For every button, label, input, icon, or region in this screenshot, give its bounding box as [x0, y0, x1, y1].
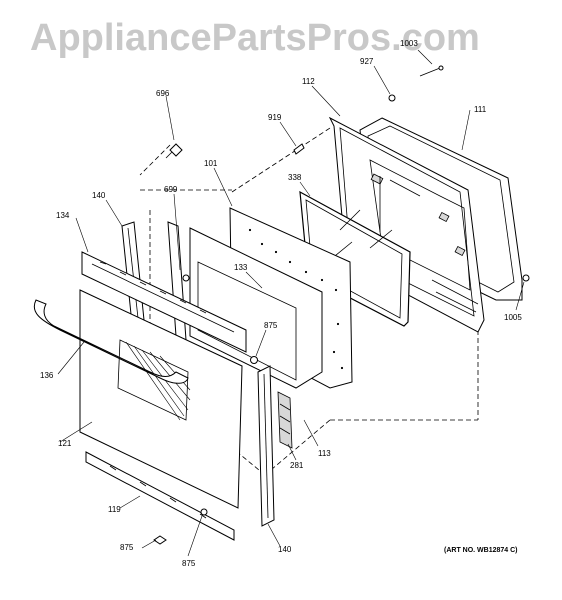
- callout-1005: 1005: [504, 313, 522, 322]
- callout-875-mid: 875: [264, 321, 278, 330]
- part-927-washer: [388, 94, 396, 102]
- part-875-screw-mid: [250, 356, 258, 364]
- part-140-side-channel-bottom: [257, 365, 275, 527]
- callout-927: 927: [360, 57, 374, 66]
- part-136-door-handle: [33, 299, 189, 384]
- callout-140-bottom: 140: [278, 545, 292, 554]
- part-696-screw: [165, 143, 183, 159]
- callout-134: 134: [56, 211, 70, 220]
- callout-112: 112: [302, 77, 315, 86]
- callout-281: 281: [290, 461, 304, 470]
- callout-919: 919: [268, 113, 282, 122]
- part-119-bottom-trim: [85, 451, 235, 541]
- part-1003-screw: [419, 65, 444, 77]
- callout-1003: 1003: [400, 39, 418, 48]
- callout-875-left: 875: [120, 543, 134, 552]
- callout-121: 121: [58, 439, 72, 448]
- callout-136: 136: [40, 371, 54, 380]
- part-875-screw-bottom: [200, 508, 208, 516]
- callout-leader-lines: [57, 49, 525, 557]
- watermark-text: AppliancePartsPros.com: [30, 17, 480, 59]
- part-281-hinge: [277, 391, 293, 449]
- part-919-pin: [293, 143, 305, 155]
- callout-111: 111: [474, 105, 487, 114]
- part-121-outer-door-panel: [79, 289, 243, 509]
- part-875-screw-left: [153, 535, 167, 545]
- part-1005-screw: [522, 274, 530, 282]
- callout-119: 119: [108, 505, 121, 514]
- callout-875-bottom: 875: [182, 559, 196, 568]
- callout-133: 133: [234, 263, 248, 272]
- callout-113: 113: [318, 449, 331, 458]
- part-134-vent-trim: [81, 251, 247, 353]
- callout-101: 101: [204, 159, 218, 168]
- callout-338: 338: [288, 173, 302, 182]
- art-number: (ART NO. WB12874 C): [444, 547, 518, 554]
- part-112-inner-door-liner: [328, 116, 485, 333]
- callout-696: 696: [156, 89, 170, 98]
- callout-140-top: 140: [92, 191, 106, 200]
- callout-699: 699: [164, 185, 178, 194]
